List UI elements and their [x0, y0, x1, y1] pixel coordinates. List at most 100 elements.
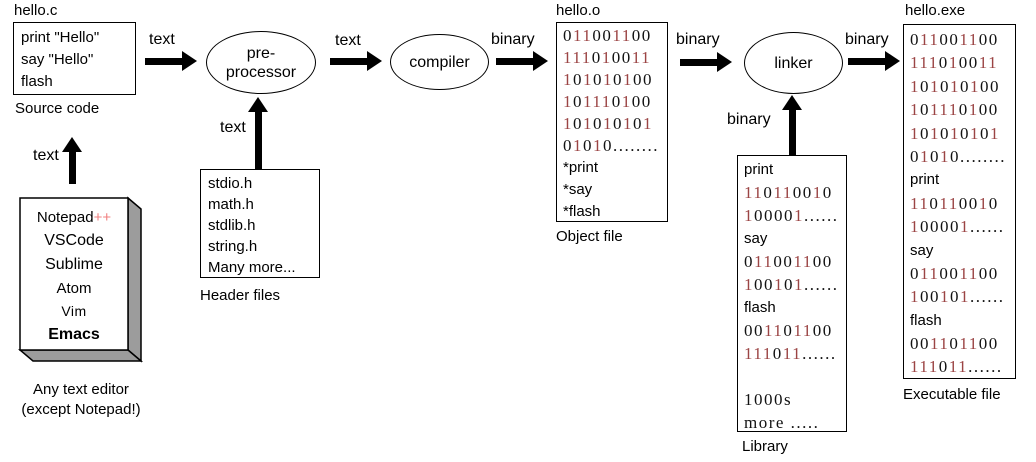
editor-item-notepad: Notepad++	[20, 206, 128, 229]
linker-label: linker	[774, 54, 813, 72]
arrow-linker-to-executable	[848, 51, 900, 71]
symbol-line: say	[744, 230, 768, 247]
symbol-line: *flash	[563, 203, 601, 220]
binary-line: 100001......	[910, 217, 1005, 237]
binary-line: 001101100	[744, 321, 833, 340]
header-line: stdio.h	[208, 175, 253, 192]
header-line: math.h	[208, 196, 254, 213]
arrow-head-icon	[182, 51, 197, 71]
binary-line: 101010101	[563, 114, 653, 133]
editor-3d-box	[18, 196, 144, 363]
symbol-line: print	[744, 161, 774, 178]
binary-line: 111011......	[744, 344, 837, 363]
editor-item-vim: Vim	[61, 303, 87, 319]
caption-library: Library	[742, 438, 788, 455]
symbol-line: *say	[563, 181, 593, 198]
preprocessor-node: pre- processor	[206, 31, 316, 94]
caption-except-notepad: (except Notepad!)	[21, 401, 141, 418]
arrow-head-icon	[533, 51, 548, 71]
arrow-label-binary: binary	[676, 31, 720, 48]
header-line: stdlib.h	[208, 217, 256, 234]
binary-line: 110110010	[744, 183, 833, 202]
caption-object-file: Object file	[556, 228, 623, 245]
arrow-shaft	[145, 57, 182, 65]
arrow-head-icon	[62, 137, 82, 152]
arrow-shaft	[788, 110, 796, 155]
binary-line: 01010........	[910, 146, 1006, 166]
file-label-hello-o: hello.o	[556, 2, 601, 19]
arrow-library-to-linker	[782, 95, 802, 155]
binary-line: 01010........	[563, 136, 659, 155]
executable-file-box: 011001100 111010011 101010100 101110100 …	[903, 24, 1016, 379]
arrow-head-icon	[717, 52, 732, 72]
caption-executable-file: Executable file	[903, 386, 1001, 403]
file-label-hello-exe: hello.exe	[905, 2, 966, 19]
library-more-line: more .....	[744, 413, 820, 432]
editor-list: Notepad++ VSCode Sublime Atom Vim Emacs	[20, 200, 128, 347]
binary-line: 101010100	[563, 70, 653, 89]
arrow-shaft	[68, 152, 76, 184]
box-front-face	[19, 197, 129, 351]
compiler-label: compiler	[409, 53, 470, 71]
arrow-head-icon	[248, 97, 268, 112]
editor-item-emacs: Emacs	[48, 326, 100, 343]
arrow-label-text: text	[149, 31, 175, 48]
arrow-head-icon	[367, 51, 382, 71]
box-bottom-face	[18, 349, 144, 362]
binary-line: 011001100	[563, 26, 652, 45]
binary-line: 101010101	[910, 123, 1000, 143]
arrow-shaft	[680, 58, 717, 66]
arrow-label-binary: binary	[491, 31, 535, 48]
compiler-node: compiler	[390, 34, 489, 90]
binary-line: 100101......	[910, 287, 1005, 307]
binary-line: 011001100	[910, 30, 999, 49]
arrow-shaft	[254, 112, 262, 169]
arrow-shaft	[848, 57, 885, 65]
arrow-editors-to-source	[62, 137, 82, 184]
header-line: Many more...	[208, 259, 296, 276]
editor-item-vscode: VSCode	[44, 232, 104, 249]
notepad-plus-suffix: ++	[93, 209, 112, 226]
box-side-face	[127, 196, 142, 363]
binary-line: 110110010	[910, 193, 999, 213]
binary-line: 011001100	[910, 263, 999, 283]
arrow-preprocessor-to-compiler	[330, 51, 382, 71]
file-label-hello-c: hello.c	[14, 2, 58, 19]
arrow-shaft	[330, 57, 367, 65]
library-count-line: 1000s	[744, 390, 793, 409]
arrow-head-icon	[885, 51, 900, 71]
binary-line: 101110100	[563, 92, 652, 111]
arrow-label-binary: binary	[845, 31, 889, 48]
editor-item-sublime: Sublime	[45, 256, 103, 273]
arrow-compiler-to-object	[496, 51, 548, 71]
symbol-line: flash	[910, 311, 942, 329]
editor-item-atom: Atom	[56, 280, 92, 297]
library-box: print 110110010 100001...... say 0110011…	[737, 155, 847, 432]
code-line: say "Hello"	[21, 51, 94, 68]
binary-line: 101110100	[910, 100, 999, 120]
editor-name: Notepad	[36, 209, 94, 226]
arrow-label-binary: binary	[727, 111, 771, 128]
object-file-box: 011001100 111010011 101010100 101110100 …	[556, 22, 668, 222]
symbol-line: *print	[563, 159, 599, 176]
binary-line: 101010100	[910, 76, 1000, 96]
binary-line: 011001100	[744, 252, 833, 271]
arrow-label-text: text	[220, 119, 246, 136]
binary-line: 111011......	[910, 357, 1003, 377]
binary-line: 111010011	[563, 48, 652, 67]
header-line: string.h	[208, 238, 258, 255]
arrow-head-icon	[782, 95, 802, 110]
code-line: flash	[21, 73, 53, 90]
arrow-label-text: text	[335, 32, 361, 49]
binary-line: 111010011	[910, 53, 999, 73]
binary-line: 100101......	[744, 275, 839, 294]
blank-line	[744, 365, 846, 388]
caption-any-text-editor: Any text editor	[33, 381, 129, 398]
source-code-box: print "Hello" say "Hello" flash	[13, 22, 136, 95]
caption-source-code: Source code	[15, 100, 100, 117]
preprocessor-label-line1: pre-	[246, 44, 276, 62]
arrow-shaft	[496, 57, 533, 65]
caption-header-files: Header files	[200, 287, 281, 304]
preprocessor-label-line2: processor	[225, 63, 297, 81]
